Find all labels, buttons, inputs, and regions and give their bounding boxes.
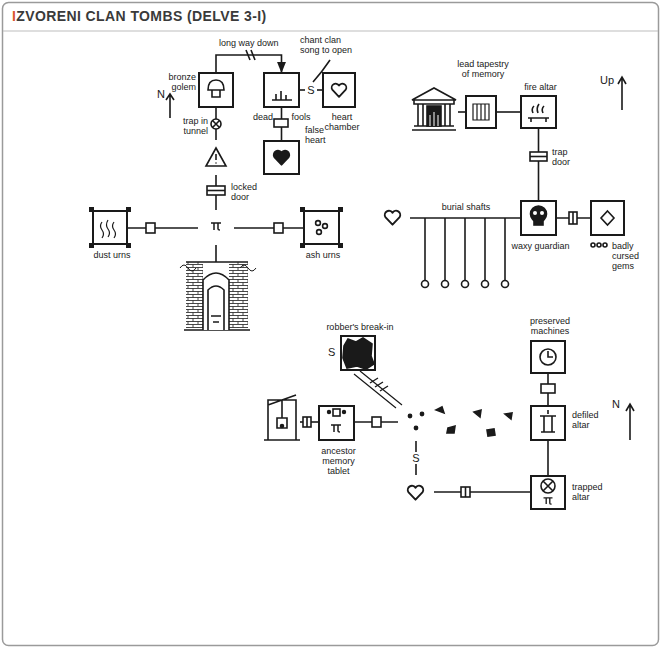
map-note: burial shafts bbox=[420, 203, 512, 213]
tomb-room: ancestor memory tablet bbox=[318, 405, 355, 441]
room-label: fire altar bbox=[512, 83, 569, 93]
map-note: N bbox=[157, 88, 167, 100]
map-title: IZVORENI CLAN TOMBS (DELVE 3-I) bbox=[12, 8, 267, 24]
tomb-room: fire altar bbox=[520, 95, 557, 129]
tomb-room: lead tapestry of memory bbox=[465, 95, 497, 129]
room-label: false heart bbox=[305, 126, 335, 146]
map-note: Up bbox=[600, 74, 618, 86]
tomb-room: ash urns bbox=[303, 210, 340, 245]
map-note: chant clan song to open bbox=[300, 36, 362, 56]
corridor-label: S bbox=[305, 84, 316, 96]
tomb-room: robber's break-in bbox=[340, 335, 376, 371]
room-label: ancestor memory tablet bbox=[310, 447, 367, 477]
tomb-room: false heart bbox=[263, 140, 300, 175]
room-label: preserved machines bbox=[510, 317, 590, 337]
room-label: trapped altar bbox=[572, 483, 608, 503]
tomb-room: trapped altar bbox=[530, 475, 566, 510]
room-label: heart chamber bbox=[320, 113, 364, 133]
map-note: trap door bbox=[552, 148, 588, 168]
tomb-room: heart chamber bbox=[322, 72, 356, 108]
map-note: trap in tunnel bbox=[158, 117, 208, 137]
room-label: waxy guardian bbox=[510, 242, 571, 252]
room-label: robber's break-in bbox=[320, 323, 400, 333]
corridor bbox=[547, 441, 549, 475]
map-note: S bbox=[411, 452, 421, 464]
room-label: badly cursed gems bbox=[612, 242, 656, 272]
map-note: N bbox=[612, 398, 624, 410]
map-note: locked door bbox=[231, 183, 271, 203]
corridor-label: long way down bbox=[217, 39, 281, 49]
corridor bbox=[538, 129, 540, 200]
tomb-room: defiled altar bbox=[530, 405, 566, 441]
tomb-room: dust urns bbox=[92, 210, 128, 245]
tomb-room: preserved machines bbox=[530, 340, 566, 374]
map-note: S bbox=[328, 346, 338, 358]
room-label: lead tapestry of memory bbox=[453, 60, 513, 80]
room-label: ash urns bbox=[298, 251, 348, 261]
tomb-room: badly cursed gems bbox=[590, 200, 625, 236]
room-label: dust urns bbox=[87, 251, 137, 261]
tomb-room: dead fools bbox=[263, 72, 300, 108]
corridor bbox=[497, 111, 520, 113]
tomb-room: bronze golem bbox=[198, 72, 234, 108]
tomb-room: waxy guardian bbox=[520, 200, 557, 236]
room-label: defiled altar bbox=[572, 411, 608, 431]
room-label: dead fools bbox=[253, 113, 325, 123]
